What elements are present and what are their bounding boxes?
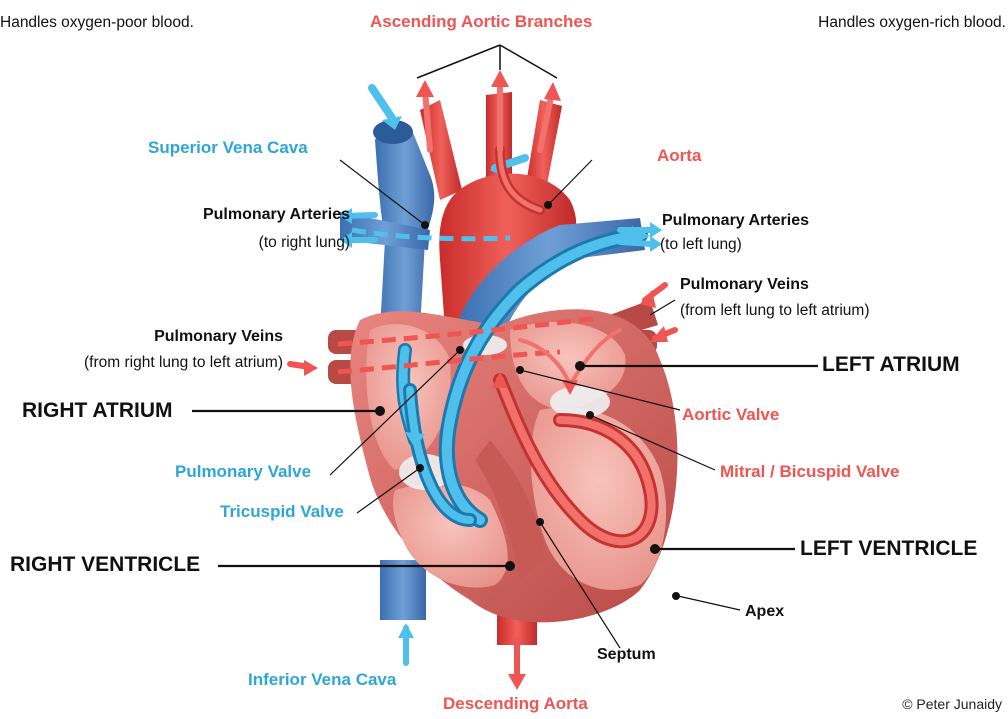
label-ascending-aortic-branches: Ascending Aortic Branches: [370, 12, 592, 32]
label-pulmonary-arteries-left: Pulmonary Arteries: [662, 212, 809, 230]
label-right-ventricle: RIGHT VENTRICLE: [10, 553, 200, 577]
label-aortic-valve: Aortic Valve: [682, 405, 779, 425]
label-pulmonary-arteries-right-sub: (to right lung): [259, 234, 350, 252]
label-apex: Apex: [745, 603, 784, 621]
inferior-vena-cava-vessel: [380, 560, 426, 620]
label-descending-aorta: Descending Aorta: [443, 694, 588, 714]
oxygen-rich-caption: Handles oxygen-rich blood.: [818, 14, 1006, 32]
copyright-credit: © Peter Junaidy: [902, 696, 1002, 712]
label-septum: Septum: [597, 646, 656, 664]
label-left-ventricle: LEFT VENTRICLE: [800, 537, 977, 561]
label-pulmonary-veins-right-sub: (from right lung to left atrium): [84, 354, 283, 372]
label-left-atrium: LEFT ATRIUM: [822, 353, 960, 377]
label-pulmonary-arteries-right: Pulmonary Arteries: [203, 206, 350, 224]
label-right-atrium: RIGHT ATRIUM: [22, 399, 172, 423]
label-mitral-valve: Mitral / Bicuspid Valve: [720, 462, 900, 482]
oxygen-poor-caption: Handles oxygen-poor blood.: [0, 14, 194, 32]
label-pulmonary-valve: Pulmonary Valve: [175, 462, 311, 482]
label-pulmonary-veins-right: Pulmonary Veins: [154, 328, 283, 346]
label-aorta: Aorta: [657, 146, 701, 166]
label-inferior-vena-cava: Inferior Vena Cava: [248, 670, 396, 690]
label-pulmonary-arteries-left-sub: (to left lung): [660, 236, 742, 254]
label-pulmonary-veins-left-sub: (from left lung to left atrium): [680, 302, 870, 320]
label-pulmonary-veins-left: Pulmonary Veins: [680, 276, 809, 294]
label-superior-vena-cava: Superior Vena Cava: [148, 138, 308, 158]
ascending-branches-bracket: [417, 45, 557, 78]
label-tricuspid-valve: Tricuspid Valve: [220, 502, 344, 522]
